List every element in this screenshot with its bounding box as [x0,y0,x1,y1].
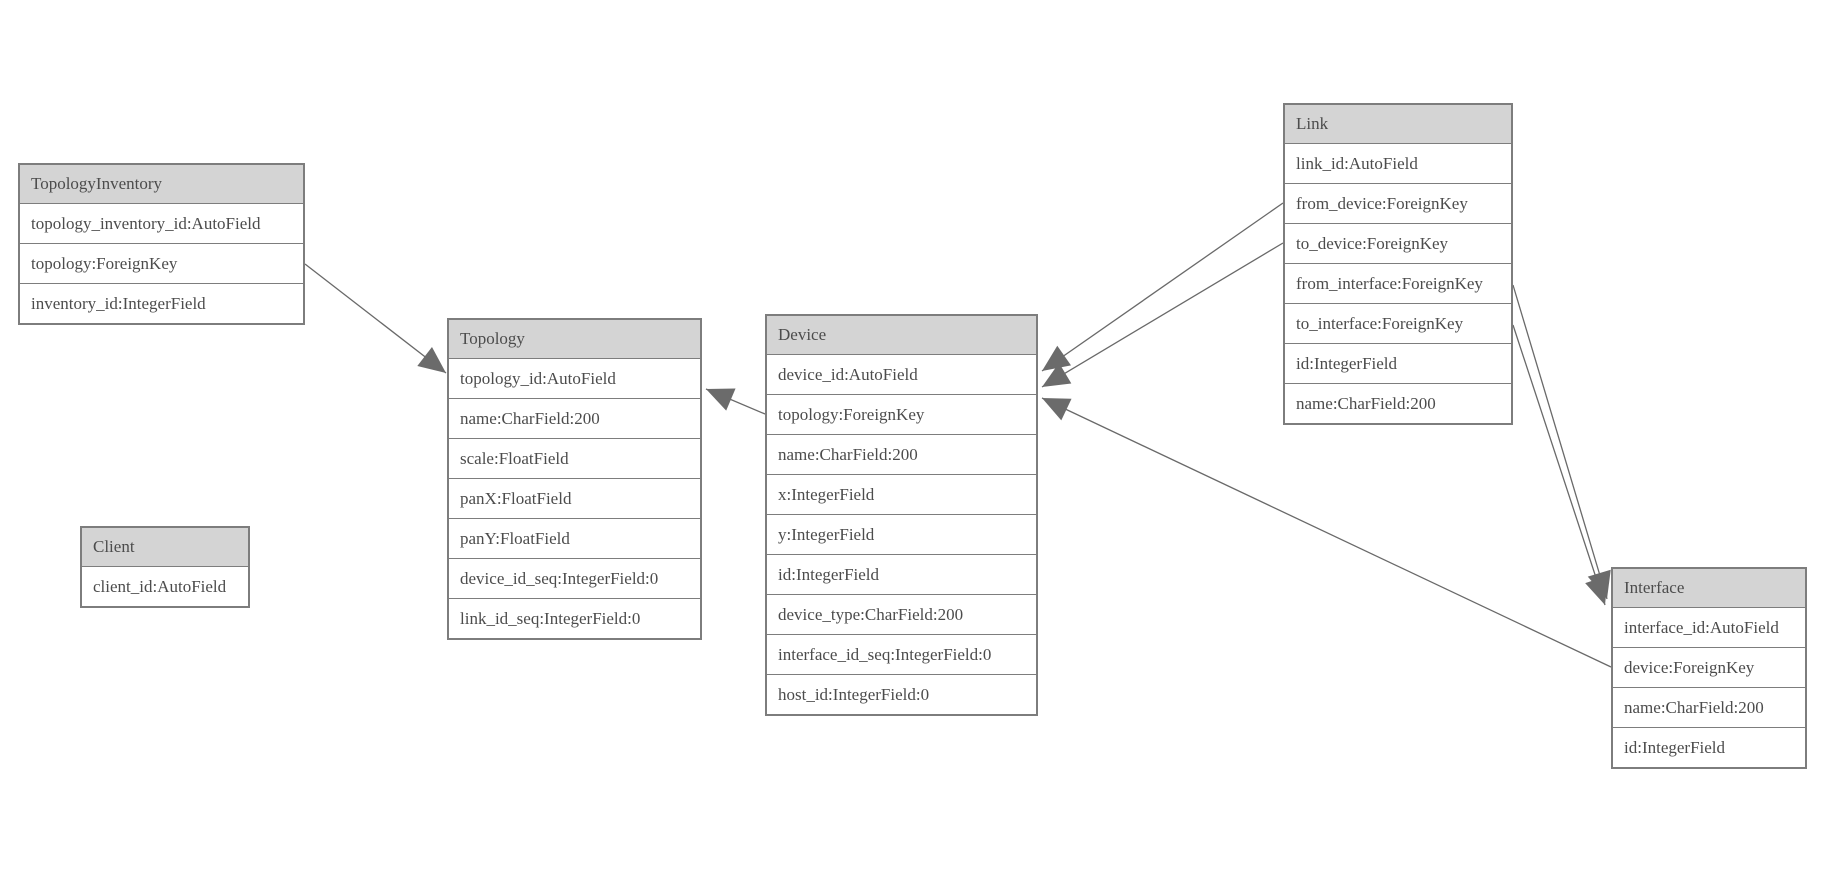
entity-field-row: id:IntegerField [767,555,1036,595]
entity-field-row: device_id:AutoField [767,355,1036,395]
relation-line-interface-device-to-device [1041,397,1612,668]
entity-field-row: topology_id:AutoField [449,359,700,399]
entity-field-row: id:IntegerField [1624,738,1726,757]
arrowhead-icon-link-to_interface-to-interface [1585,575,1608,605]
entity-field-row: to_device:ForeignKey [1285,224,1511,264]
entity-field-row: topology_inventory_id:AutoField [20,204,303,244]
entity-client: Client client_id:AutoField [80,526,250,608]
entity-field-row: scale:FloatField [449,439,700,479]
relation-line-link-to_device-to-device [1041,242,1284,388]
entity-title: Device [767,316,1036,355]
relation-line-link-to_interface-to-interface [1512,324,1606,606]
entity-field-row: interface_id_seq:IntegerField:0 [767,635,1036,675]
entity-field-row: name:CharField:200 [767,435,1036,475]
entity-field-row: link_id_seq:IntegerField:0 [460,609,641,628]
entity-field-row: panX:FloatField [449,479,700,519]
arrowhead-icon-link-from_device-to-device [1042,345,1072,371]
arrowhead-icon-link-to_device-to-device [1042,362,1072,387]
entity-field-row: name:CharField:200 [449,399,700,439]
entity-title: Link [1285,105,1511,144]
arrowhead-icon-topologyinventory-topology-to-topology [417,346,446,373]
entity-field-row: topology:ForeignKey [20,244,303,284]
entity-field-row: from_interface:ForeignKey [1285,264,1511,304]
entity-field-row: interface_id:AutoField [1613,608,1805,648]
entity-field-row: to_interface:ForeignKey [1285,304,1511,344]
entity-field-row: from_device:ForeignKey [1285,184,1511,224]
relation-line-link-from_device-to-device [1041,202,1284,372]
entity-title: Topology [449,320,700,359]
entity-field-row: x:IntegerField [767,475,1036,515]
entity-field-row: device_id_seq:IntegerField:0 [449,559,700,599]
entity-field-row: link_id:AutoField [1285,144,1511,184]
arrowhead-icon-device-topology-to-topology [706,388,736,411]
entity-field-row: name:CharField:200 [1613,688,1805,728]
entity-field-row: inventory_id:IntegerField [31,294,206,313]
entity-field-row: y:IntegerField [767,515,1036,555]
entity-field-row: client_id:AutoField [93,577,227,596]
arrowhead-icon-interface-device-to-device [1042,398,1072,421]
entity-title: Interface [1613,569,1805,608]
entity-field-row: host_id:IntegerField:0 [778,685,930,704]
entity-field-row: id:IntegerField [1285,344,1511,384]
entity-field-row: topology:ForeignKey [767,395,1036,435]
entity-field-row: name:CharField:200 [1296,394,1436,413]
relation-line-topologyinventory-topology-to-topology [304,263,447,374]
entity-field-row: device_type:CharField:200 [767,595,1036,635]
entity-title: TopologyInventory [20,165,303,204]
entity-field-row: panY:FloatField [449,519,700,559]
relation-line-link-from_interface-to-interface [1512,284,1608,600]
entity-title: Client [82,528,248,567]
entity-field-row: device:ForeignKey [1613,648,1805,688]
